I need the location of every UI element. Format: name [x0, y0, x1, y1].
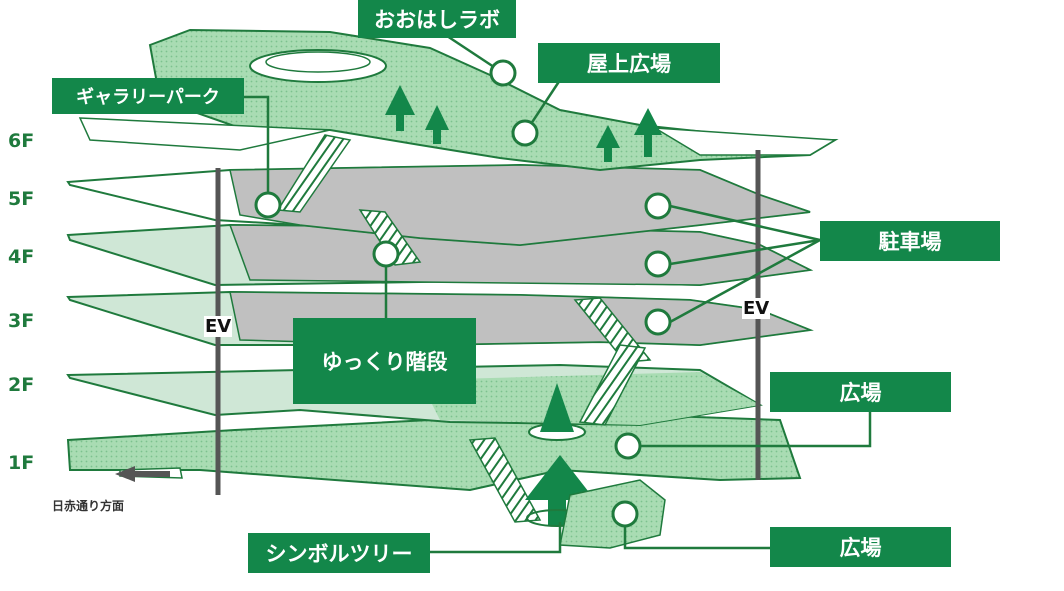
- marker-plaza-1f: [611, 500, 639, 528]
- rooftop-right-deck: [654, 127, 838, 156]
- marker-plaza-2f: [614, 432, 642, 460]
- callout-rooftop-plaza: 屋上広場: [538, 43, 720, 83]
- direction-arrow: [115, 466, 170, 482]
- elevator-label-left: EV: [204, 316, 233, 337]
- marker-parking-3f: [644, 308, 672, 336]
- marker-parking-4f: [644, 250, 672, 278]
- callout-symbol-tree: シンボルツリー: [248, 533, 430, 573]
- rooftop-trees: [385, 85, 662, 162]
- floor-label-6f: 6F: [8, 130, 35, 152]
- callout-plaza-2f: 広場: [770, 372, 951, 412]
- floor-label-1f: 1F: [8, 452, 35, 474]
- marker-parking-5f: [644, 192, 672, 220]
- floor-label-3f: 3F: [8, 310, 35, 332]
- marker-ohashi-lab: [489, 59, 517, 87]
- callout-plaza-1f: 広場: [770, 527, 951, 567]
- floor-label-5f: 5F: [8, 188, 35, 210]
- stairs-1f-2f: [468, 437, 542, 523]
- marker-slow-stairs: [372, 240, 400, 268]
- direction-label: 日赤通り方面: [52, 499, 125, 513]
- floor-2f-green: [420, 372, 760, 425]
- callout-ohashi-lab: おおはしラボ: [358, 0, 516, 38]
- callout-gallery-park: ギャラリーパーク: [52, 78, 244, 114]
- floor-1f-slab: [66, 413, 802, 492]
- callout-parking: 駐車場: [820, 221, 1000, 261]
- callout-slow-stairs: ゆっくり階段: [293, 318, 476, 404]
- marker-gallery-park: [254, 191, 282, 219]
- symbol-tree-shape: [525, 383, 595, 527]
- stairs-2f-3f: [578, 344, 647, 426]
- floor-label-2f: 2F: [8, 374, 35, 396]
- marker-rooftop-plaza: [511, 119, 539, 147]
- elevator-label-right: EV: [742, 298, 771, 319]
- stairs-5f-6f: [276, 134, 352, 213]
- floor-label-4f: 4F: [8, 246, 35, 268]
